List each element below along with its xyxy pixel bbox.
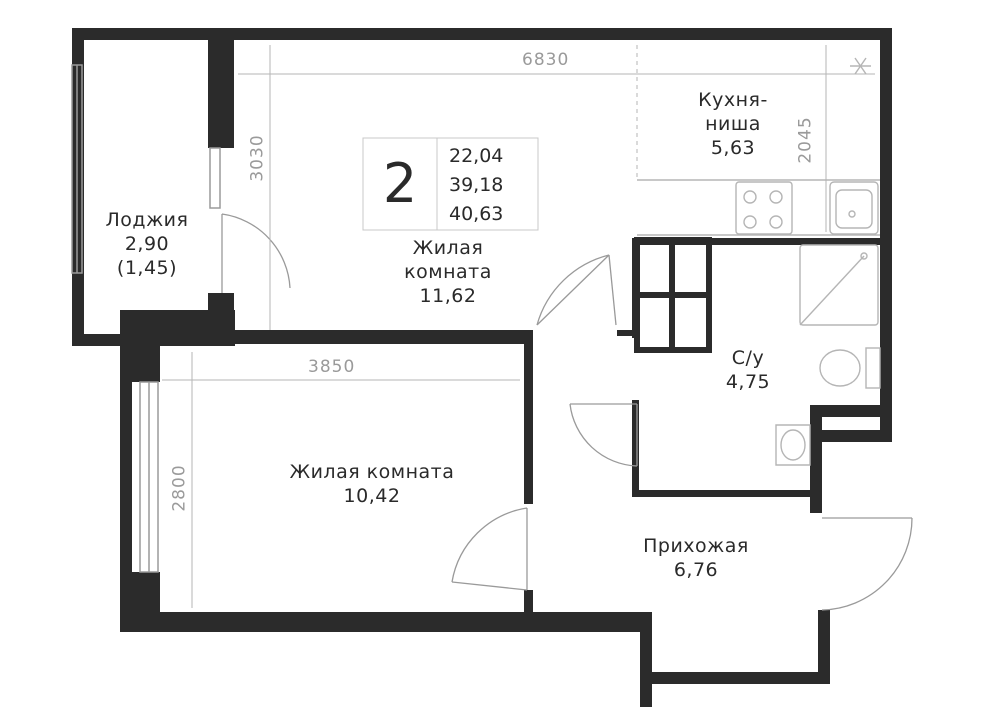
room-count: 2	[382, 152, 418, 215]
hallway-area: 6,76	[673, 559, 719, 581]
area-living: 22,04	[449, 145, 504, 167]
wall-bath-bottom	[632, 490, 816, 497]
dim-top-width: 6830	[522, 50, 570, 70]
wall-room2-left-mid	[120, 330, 132, 630]
apartment-summary: 2 22,04 39,18 40,63	[363, 138, 538, 230]
wall-room1-room2-thick	[125, 310, 235, 346]
toilet	[819, 349, 861, 387]
door-entrance	[821, 517, 913, 611]
kitchen-name-2: ниша	[705, 113, 761, 135]
wall-bath-left-bottom	[632, 400, 639, 496]
wall-bottom-left	[120, 612, 645, 632]
fixtures	[637, 57, 881, 466]
loggia-area: 2,90	[124, 233, 170, 255]
door-bath	[569, 403, 638, 467]
label-kitchen: Кухня- ниша 5,63	[678, 88, 788, 160]
shower-tray	[799, 244, 879, 326]
area-list: 22,04 39,18 40,63	[449, 142, 503, 229]
label-living-room-2: Жилая комната 10,42	[262, 460, 482, 508]
door-loggia	[221, 213, 291, 293]
shaft-cross-v	[669, 240, 675, 350]
wall-bottom-right	[640, 672, 830, 684]
window-room1	[209, 147, 221, 209]
label-hallway: Прихожая 6,76	[626, 534, 766, 582]
wall-right	[880, 28, 892, 438]
wall-bath-stub	[617, 330, 639, 336]
wall-loggia-bottom	[72, 334, 132, 346]
living-room-2-name: Жилая комната	[289, 461, 455, 483]
stove	[735, 181, 793, 235]
wall-room2-right-bottom	[524, 590, 533, 614]
bathroom-name: С/у	[731, 347, 765, 369]
windows	[71, 64, 221, 573]
toilet-tank	[865, 347, 881, 389]
dim-room2-width: 3850	[308, 357, 356, 377]
dimension-lines	[162, 45, 875, 608]
wall-bath-notch	[810, 405, 892, 417]
dim-room1-height: 3030	[247, 134, 268, 182]
area-total-with-loggia: 40,63	[449, 203, 504, 225]
wall-loggia-inner-top	[208, 28, 234, 148]
wall-top	[72, 28, 892, 40]
living-room-1-name-1: Жилая	[412, 237, 484, 259]
dim-kitchen-height: 2045	[795, 116, 816, 164]
wall-bath-notch-bottom	[810, 430, 892, 442]
label-bathroom: С/у 4,75	[708, 346, 788, 394]
loggia-name: Лоджия	[105, 209, 189, 231]
washbasin	[775, 424, 811, 466]
wall-bottom-step-v	[640, 612, 652, 707]
area-total: 39,18	[449, 174, 504, 196]
label-living-room-1: Жилая комната 11,62	[388, 236, 508, 308]
summary-box-frame	[362, 137, 539, 231]
loggia-reduced-area: (1,45)	[116, 257, 178, 279]
label-loggia: Лоджия 2,90 (1,45)	[92, 208, 202, 280]
wall-loggia-left	[72, 28, 84, 346]
living-room-2-area: 10,42	[343, 485, 401, 507]
living-room-1-name-2: комната	[404, 261, 492, 283]
dim-room2-height: 2800	[169, 464, 190, 512]
door-room1	[536, 254, 610, 326]
wall-bath-top	[632, 238, 882, 245]
door-room2	[451, 507, 528, 590]
hallway-name: Прихожая	[643, 535, 749, 557]
wall-room2-right-top	[524, 330, 533, 504]
doors	[221, 213, 913, 611]
kitchen-area: 5,63	[710, 137, 756, 159]
walls	[72, 28, 892, 707]
kitchen-sink	[829, 181, 879, 235]
wall-bottom-right-v	[818, 610, 830, 684]
living-room-1-area: 11,62	[419, 285, 477, 307]
bathroom-area: 4,75	[725, 371, 771, 393]
kitchen-name-1: Кухня-	[698, 89, 768, 111]
